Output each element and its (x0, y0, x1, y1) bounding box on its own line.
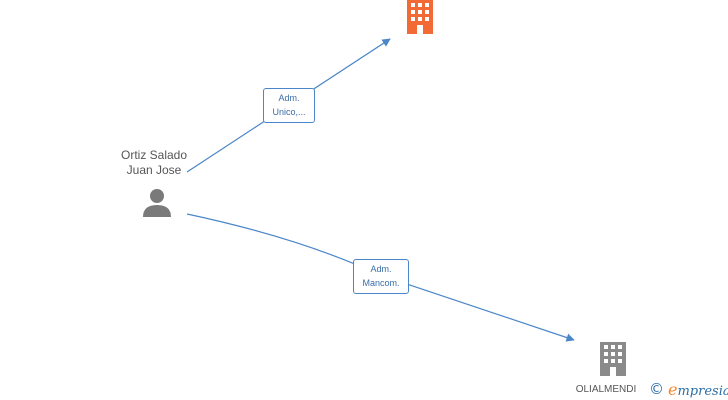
building-icon[interactable] (598, 342, 628, 376)
relation-role: Adm. (278, 93, 300, 103)
relation-role: Adm. (370, 264, 392, 274)
brand-logo: empresia (668, 379, 728, 399)
person-name[interactable]: Ortiz Salado Juan Jose (104, 148, 204, 178)
building-icon[interactable] (405, 0, 435, 34)
person-name-line2: Juan Jose (126, 163, 182, 177)
relation-role-detail: Unico,... (272, 107, 306, 117)
empresia-watermark: © empresia (649, 378, 728, 400)
relation-label-top[interactable]: Adm. Unico,... (263, 88, 315, 123)
relation-role-detail: Mancom. (362, 278, 400, 288)
relation-label-bottom[interactable]: Adm. Mancom. (353, 259, 409, 294)
person-icon[interactable] (142, 188, 172, 218)
copyright-icon: © (649, 380, 664, 398)
company-name[interactable]: OLIALMENDI (575, 384, 637, 395)
person-name-line1: Ortiz Salado (120, 148, 188, 162)
